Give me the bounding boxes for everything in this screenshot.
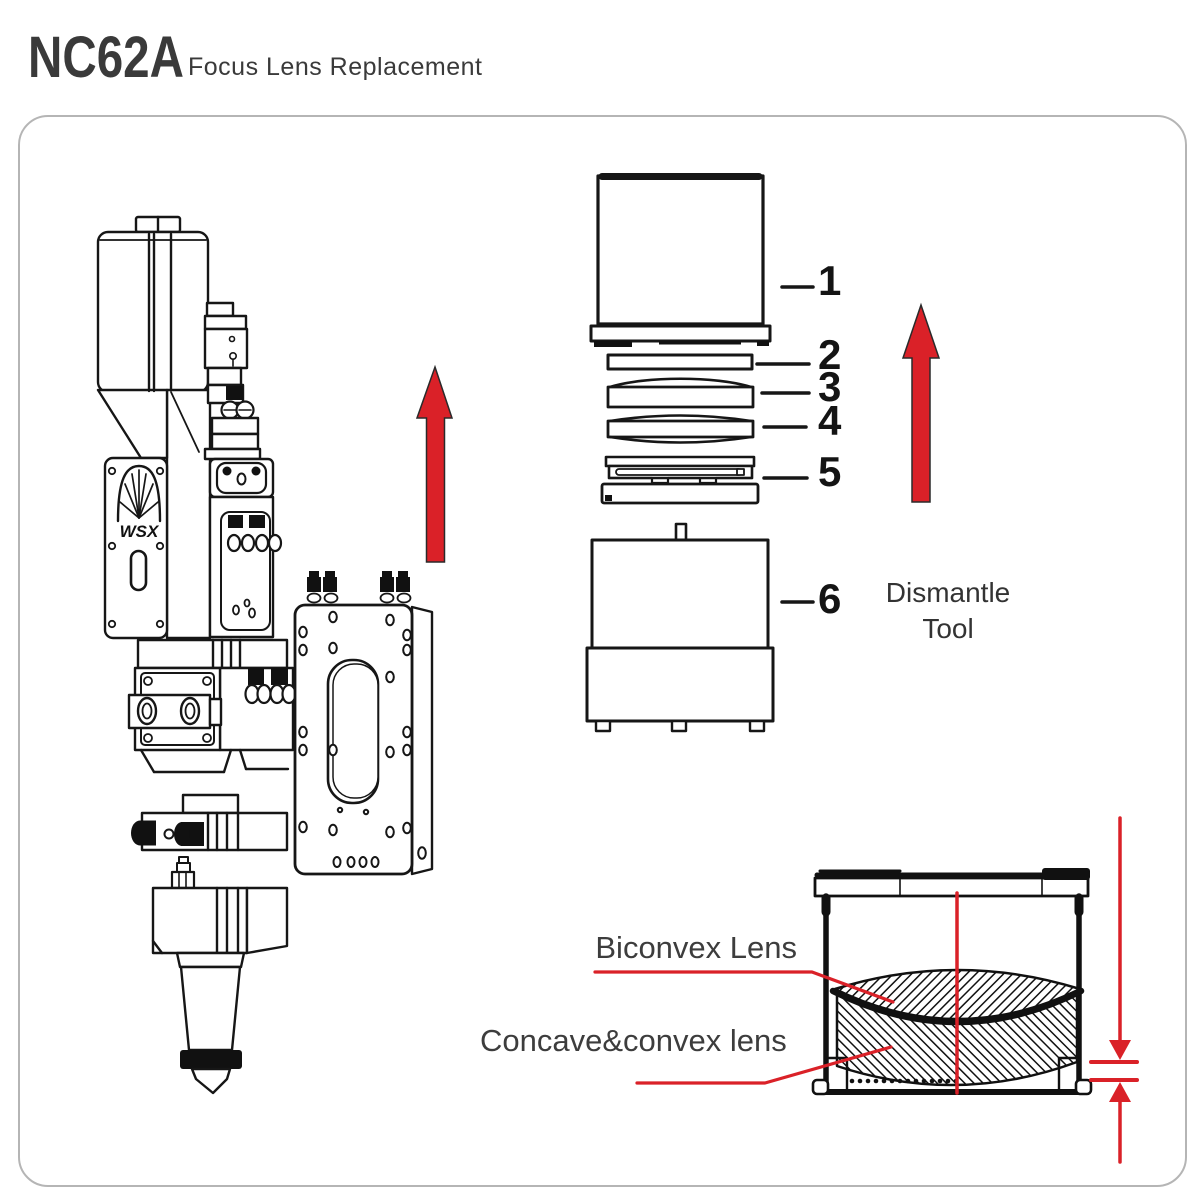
wsx-logo-text: WSX [120, 522, 160, 541]
part-3-plano-convex-lens [606, 377, 755, 409]
pneumatic-fittings [306, 571, 412, 604]
biconvex-leader-line [593, 970, 895, 1004]
part-5-lock-ring [600, 455, 760, 505]
part-number-3: 3 [818, 363, 842, 410]
biconvex-lens-label: Biconvex Lens [595, 930, 797, 965]
page-title-model: NC62A [28, 25, 184, 90]
part-number-5: 5 [818, 448, 842, 495]
up-arrow-left [415, 364, 454, 563]
wsx-panel: WSX [103, 456, 169, 640]
thread-dots [849, 1078, 959, 1084]
concave-leader-line [635, 1045, 893, 1085]
content-frame [18, 115, 1187, 1187]
part-number-4: 4 [818, 397, 842, 444]
part-4-biconvex-lens [606, 414, 755, 444]
dismantle-tool-label-line1: Dismantle [885, 577, 1011, 608]
part-leader-lines [755, 285, 815, 604]
qbh-plate [208, 457, 275, 499]
part-1-lens-module [589, 173, 772, 347]
part-number-2: 2 [818, 331, 842, 378]
pin-block [131, 793, 289, 852]
exploded-lens-parts [585, 173, 815, 733]
part-number-1: 1 [818, 257, 842, 304]
mounting-plate [293, 571, 434, 876]
page-title-subtitle: Focus Lens Replacement [188, 53, 483, 81]
wsx-logo: WSX [116, 464, 162, 543]
plate-holes [298, 610, 427, 868]
mid-block [208, 495, 283, 639]
part-2-seal-ring [606, 353, 754, 371]
clamp-section [127, 638, 297, 774]
part-number-6: 6 [818, 575, 842, 622]
laser-head-drawing: WSX [96, 215, 434, 1095]
collimator-stack [203, 301, 262, 461]
dismantle-tool-label: Dismantle Tool [868, 575, 1028, 647]
up-arrow-right [901, 302, 941, 503]
part-6-dismantle-tool [585, 522, 775, 733]
lens-cross-section [811, 868, 1093, 1096]
dismantle-tool-label-line2: Tool [922, 612, 974, 644]
concave-convex-lens-label: Concave&convex lens [480, 1023, 787, 1058]
nozzle-assembly [151, 856, 289, 1095]
dimension-line [1089, 816, 1139, 1164]
red-annotations [593, 816, 1139, 1164]
